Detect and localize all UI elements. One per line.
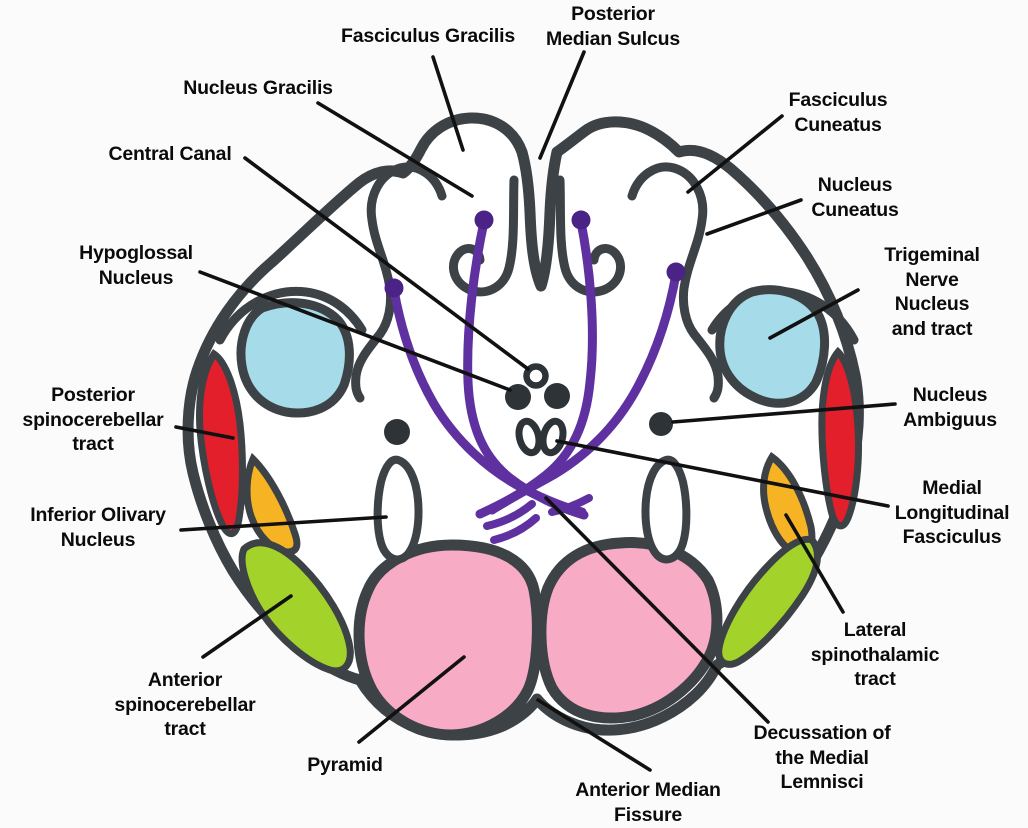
leader-posterior-median-sulcus [538, 50, 586, 160]
label-inferior-olivary-nucleus: Inferior Olivary Nucleus [30, 504, 166, 551]
nucleus-gracilis-outline-left [448, 175, 519, 297]
leader-fasciculus-cuneatus [686, 114, 784, 194]
leader-lateral-spinothalamic-tract [784, 513, 845, 614]
label-hypoglossal-nucleus: Hypoglossal Nucleus [79, 242, 193, 289]
mlf-loop-right [539, 417, 567, 457]
trigeminal-nucleus-right [715, 285, 830, 408]
leader-nucleus-ambiguus [671, 402, 897, 424]
posterior-spinocerebellar-right [818, 346, 862, 530]
mlf-loop-left [515, 417, 543, 457]
label-fasciculus-gracilis: Fasciculus Gracilis [341, 25, 515, 47]
fiber-echo-2 [490, 514, 540, 544]
lateral-dot-left [384, 419, 410, 445]
leader-nucleus-cuneatus [705, 198, 803, 236]
leader-trigeminal-nerve-nucleus [768, 288, 860, 340]
fiber-tips [384, 210, 686, 298]
leader-posterior-spinocerebellar-tract [174, 425, 235, 440]
posterior-spinocerebellar-left [196, 349, 246, 538]
nucleus-gracilis-outline-right [555, 175, 626, 297]
leader-inferior-olivary-nucleus [179, 515, 388, 532]
label-pyramid: Pyramid [307, 754, 383, 776]
pocket-arc-left [215, 286, 367, 345]
central-canal-ring [523, 363, 549, 389]
fiber-tip-inner-right [571, 210, 591, 230]
fiber-tip-inner-left [474, 210, 494, 230]
fiber-echo-3 [548, 494, 593, 516]
mlf-heart-loops [515, 417, 567, 457]
hypoglossal-dot-right [544, 383, 570, 409]
pyramid-left [353, 539, 543, 741]
label-anterior-spinocerebellar-tract: Anterior spinocerebellar tract [114, 669, 256, 740]
label-nucleus-cuneatus: Nucleus Cuneatus [811, 174, 899, 221]
pyramid-right [535, 537, 723, 724]
inferior-olivary-left [373, 455, 423, 564]
fiber-echo-1 [483, 500, 536, 530]
label-central-canal: Central Canal [108, 143, 232, 165]
leader-pyramid [357, 655, 466, 744]
leader-decussation-medial-lemnisci [544, 496, 770, 724]
leader-anterior-spinocerebellar-tract [201, 594, 293, 659]
nucleus-cuneatus-outline-right [627, 162, 723, 403]
leader-medial-longitudinal-fasciculus [555, 439, 890, 508]
nucleus-ambiguus-dot [649, 412, 673, 436]
medial-lemniscus-fibers [389, 217, 681, 544]
anterior-spinocerebellar-right [715, 535, 821, 668]
label-medial-longitudinal-fasciculus: Medial Longitudinal Fasciculus [894, 477, 1010, 548]
leader-hypoglossal-nucleus [198, 270, 512, 392]
leader-nucleus-gracilis [316, 101, 474, 198]
leader-fasciculus-gracilis [431, 55, 465, 152]
fiber-tip-outer-left [384, 278, 404, 298]
leader-lines [174, 50, 897, 772]
label-decussation-medial-lemnisci: Decussation of the Medial Lemnisci [753, 722, 891, 793]
inferior-olivary-right [641, 455, 691, 564]
label-nucleus-ambiguus: Nucleus Ambiguus [903, 384, 997, 431]
label-nucleus-gracilis: Nucleus Gracilis [183, 77, 333, 99]
leader-central-canal [243, 156, 530, 371]
label-trigeminal-nerve-nucleus: Trigeminal Nerve Nucleus and tract [884, 244, 980, 340]
fiber-outer-right [487, 269, 681, 515]
anterior-spinocerebellar-left [238, 539, 354, 675]
trigeminal-nucleus-left [236, 298, 354, 418]
label-fasciculus-cuneatus: Fasciculus Cuneatus [788, 89, 888, 136]
label-posterior-spinocerebellar-tract: Posterior spinocerebellar tract [22, 384, 164, 455]
label-lateral-spinothalamic-tract: Lateral spinothalamic tract [810, 619, 940, 690]
label-anterior-median-fissure: Anterior Median Fissure [575, 779, 721, 826]
fiber-tip-outer-right [666, 262, 686, 282]
leader-anterior-median-fissure [536, 698, 652, 772]
label-posterior-median-sulcus: Posterior Median Sulcus [546, 3, 680, 50]
